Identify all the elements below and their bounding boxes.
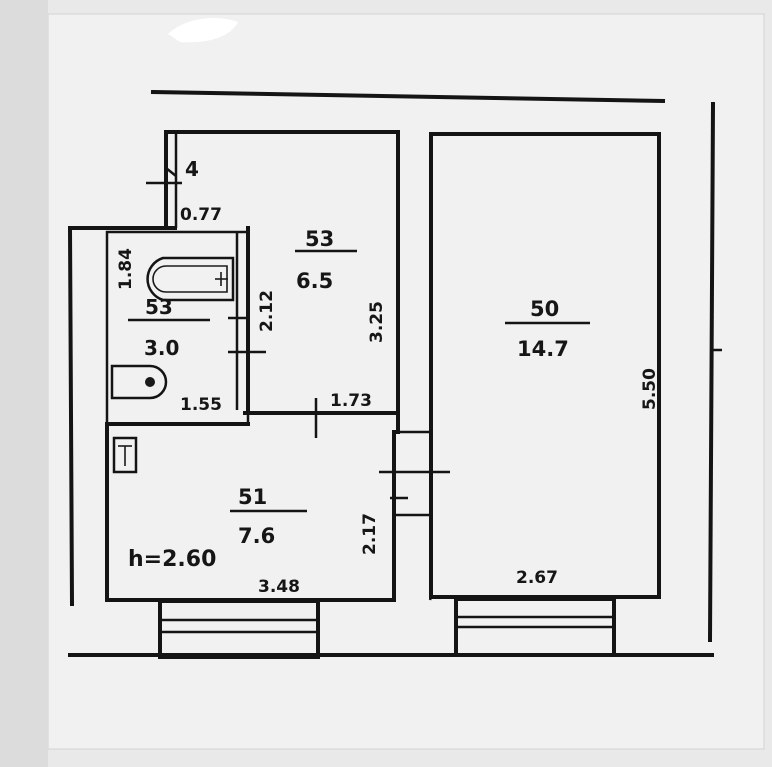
- sink-icon: [110, 364, 168, 400]
- room-52-number: 53: [305, 227, 334, 251]
- dim-room52-depth: 3.25: [367, 301, 387, 343]
- dim-room52-width: 1.73: [330, 391, 372, 411]
- meter-box-icon: [112, 436, 138, 474]
- window-left: [158, 599, 320, 659]
- dim-room51-depth: 2.17: [360, 513, 380, 555]
- scanner-edge: [0, 0, 48, 767]
- dim-niche-width: 0.77: [180, 205, 222, 225]
- room-52-area: 6.5: [296, 269, 333, 293]
- room-51-number: 51: [238, 485, 267, 509]
- dim-bath-width: 1.55: [180, 395, 222, 415]
- room-53-area: 3.0: [144, 336, 179, 360]
- room-50-area: 14.7: [517, 337, 569, 361]
- ceiling-height: h=2.60: [128, 547, 216, 572]
- room-51-area: 7.6: [238, 524, 275, 548]
- dim-bath-depth: 1.84: [116, 248, 136, 290]
- room-53: [105, 230, 250, 426]
- dim-room50-width: 2.67: [516, 568, 558, 588]
- bath-ticks: [128, 316, 266, 354]
- niche-label: 4: [185, 157, 199, 181]
- bathtub-icon: [146, 256, 235, 302]
- dim-room52-inner: 2.12: [257, 290, 277, 332]
- dim-room50-height: 5.50: [640, 368, 660, 410]
- redaction-mark: [168, 18, 238, 43]
- entrance-door: [379, 440, 450, 517]
- window-right: [454, 597, 616, 657]
- room-50-number: 50: [530, 297, 559, 321]
- dim-room51-width: 3.48: [258, 577, 300, 597]
- niche-ticks: [146, 167, 182, 185]
- room-53-number: 53: [145, 295, 173, 319]
